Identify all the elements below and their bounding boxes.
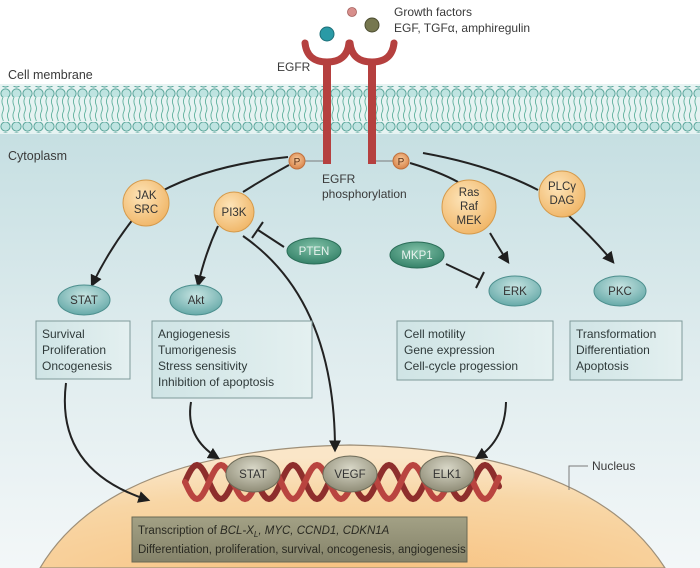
link-p-to-jak-src	[159, 156, 289, 193]
svg-text:STAT: STAT	[239, 469, 267, 481]
cytoplasm-label: Cytoplasm	[8, 149, 67, 163]
cell-membrane-label: Cell membrane	[8, 68, 93, 82]
egfr-receptor-right	[346, 39, 398, 164]
node-plcy-dag[interactable]: PLCγ DAG	[538, 170, 586, 218]
node-mkp1[interactable]: MKP1	[389, 241, 445, 269]
link-p-to-ras	[409, 162, 459, 183]
svg-text:Proliferation: Proliferation	[42, 343, 106, 357]
svg-text:JAK: JAK	[135, 190, 156, 202]
svg-text:Cell-cycle progession: Cell-cycle progession	[404, 359, 518, 373]
svg-text:P: P	[398, 157, 405, 168]
svg-text:MEK: MEK	[457, 215, 482, 227]
egfr-phosphorylation-label-1: EGFR	[322, 172, 356, 186]
cell-membrane	[0, 84, 700, 134]
ligand-olive	[364, 17, 380, 33]
node-pten[interactable]: PTEN	[286, 237, 342, 265]
link-p-to-pi3k	[242, 164, 290, 193]
node-jak-src[interactable]: JAK SRC	[122, 179, 170, 227]
svg-text:DAG: DAG	[550, 195, 575, 207]
svg-text:Akt: Akt	[188, 295, 205, 307]
transcription-genes-line: Transcription of BCL-XL, MYC, CCND1, CDK…	[138, 525, 390, 539]
svg-text:Inhibition of apoptosis: Inhibition of apoptosis	[158, 375, 274, 389]
svg-text:Ras: Ras	[459, 187, 480, 199]
growth-factors-label: Growth factors	[394, 5, 472, 19]
node-stat[interactable]: STAT	[57, 284, 111, 316]
tf-elk1[interactable]: ELK1	[419, 455, 475, 493]
arrow-pi3k-to-akt	[194, 225, 219, 288]
node-pi3k[interactable]: PI3K	[213, 191, 255, 233]
transcription-outcomes-line: Differentiation, proliferation, survival…	[138, 544, 466, 556]
node-pkc[interactable]: PKC	[593, 275, 647, 307]
arrow-plcy-dag-to-pkc	[567, 214, 615, 264]
svg-text:Gene expression: Gene expression	[404, 343, 495, 357]
egfr-receptor-left	[301, 39, 353, 164]
svg-text:SRC: SRC	[134, 204, 158, 216]
tf-stat[interactable]: STAT	[225, 455, 281, 493]
arrow-erk-box-to-elk1	[474, 401, 507, 460]
egfr-label: EGFR	[277, 60, 311, 74]
svg-text:PTEN: PTEN	[299, 246, 330, 258]
svg-text:Apoptosis: Apoptosis	[576, 359, 629, 373]
node-erk[interactable]: ERK	[488, 275, 542, 307]
svg-text:Differentiation: Differentiation	[576, 343, 650, 357]
svg-text:MKP1: MKP1	[401, 250, 432, 262]
outcome-box-pkc: Transformation Differentiation Apoptosis	[569, 320, 683, 381]
ligand-teal	[319, 26, 335, 42]
svg-text:Raf: Raf	[460, 201, 479, 213]
svg-text:PKC: PKC	[608, 286, 632, 298]
svg-text:Cell motility: Cell motility	[404, 327, 465, 341]
egfr-phosphorylation-label-2: phosphorylation	[322, 187, 407, 201]
svg-text:Oncogenesis: Oncogenesis	[42, 359, 112, 373]
tf-vegf[interactable]: VEGF	[322, 455, 378, 493]
node-ras-raf-mek[interactable]: Ras Raf MEK	[441, 179, 497, 235]
arrow-jak-src-to-stat	[90, 217, 135, 288]
inhibition-pten-to-pi3k	[251, 221, 285, 248]
arrow-stat-box-to-nucleus	[63, 382, 151, 503]
ligand-pink	[347, 7, 357, 17]
svg-text:ELK1: ELK1	[433, 469, 461, 481]
nucleus-transcription-box: Transcription of BCL-XL, MYC, CCND1, CDK…	[131, 516, 468, 563]
arrow-akt-box-to-stat-tf	[189, 401, 221, 460]
svg-text:STAT: STAT	[70, 295, 98, 307]
svg-text:Transformation: Transformation	[576, 327, 656, 341]
svg-text:Angiogenesis: Angiogenesis	[158, 327, 230, 341]
node-akt[interactable]: Akt	[169, 284, 223, 316]
svg-text:Survival: Survival	[42, 327, 85, 341]
outcome-box-akt: Angiogenesis Tumorigenesis Stress sensit…	[151, 320, 313, 399]
svg-text:PI3K: PI3K	[222, 207, 247, 219]
link-p-to-plcy	[422, 152, 539, 191]
phosphate-left: P	[288, 152, 306, 170]
nucleus-label: Nucleus	[592, 459, 635, 473]
ligands-label: EGF, TGFα, amphiregulin	[394, 21, 530, 35]
arrow-ras-raf-mek-to-erk	[489, 232, 510, 264]
inhibition-mkp1-to-erk	[445, 263, 485, 289]
outcome-box-erk: Cell motility Gene expression Cell-cycle…	[396, 320, 554, 381]
phosphate-right: P	[392, 152, 410, 170]
svg-text:PLCγ: PLCγ	[548, 181, 576, 193]
svg-text:Tumorigenesis: Tumorigenesis	[158, 343, 236, 357]
svg-text:ERK: ERK	[503, 286, 527, 298]
svg-text:VEGF: VEGF	[334, 469, 365, 481]
svg-text:Stress sensitivity: Stress sensitivity	[158, 359, 247, 373]
nucleus-leader-line	[568, 465, 588, 490]
outcome-box-stat: Survival Proliferation Oncogenesis	[35, 320, 131, 380]
svg-text:P: P	[294, 157, 301, 168]
